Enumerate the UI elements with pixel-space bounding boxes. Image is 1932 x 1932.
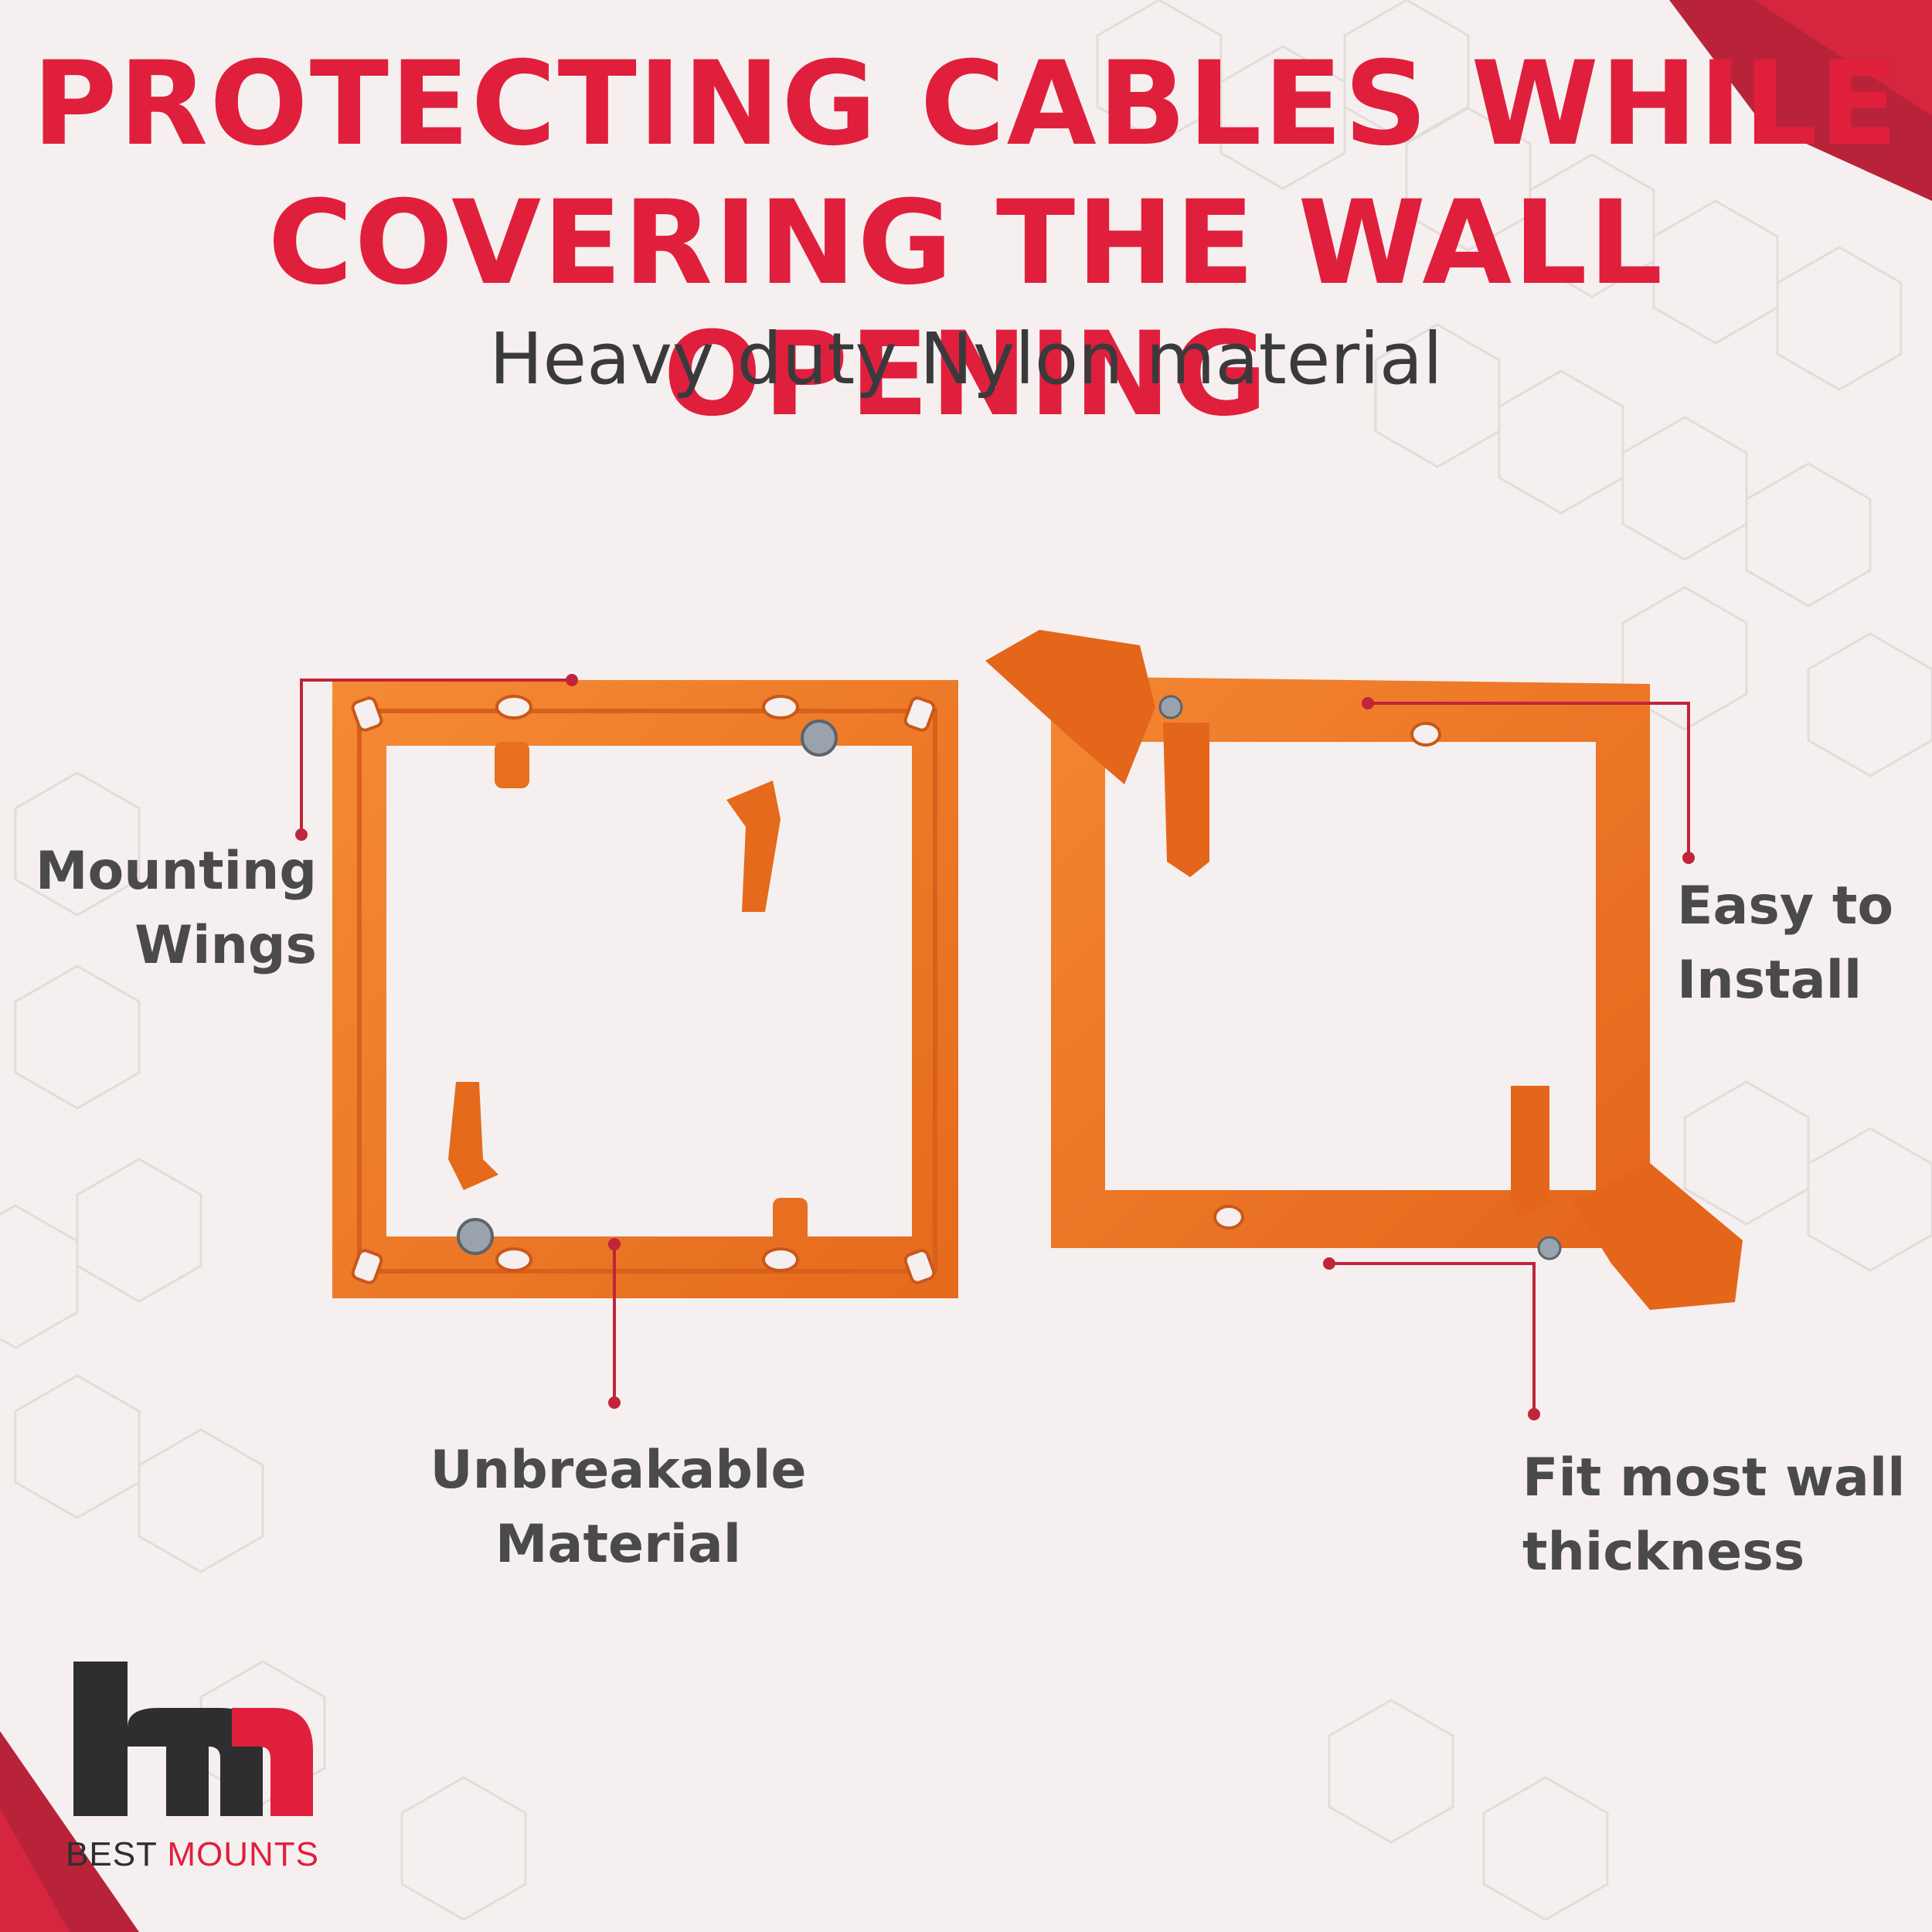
subtitle: Heavy duty Nylon material xyxy=(489,318,1443,400)
best-mounts-logo-mark xyxy=(73,1662,313,1816)
headline-line-1: PROTECTING CABLES WHILE xyxy=(32,37,1900,172)
headline-line-2: COVERING THE WALL OPENING xyxy=(267,176,1665,442)
callout-easy-install-line2: Install xyxy=(1677,950,1862,1011)
callout-easy-install-line1: Easy to xyxy=(1677,876,1894,937)
brand-word-best: BEST xyxy=(66,1835,158,1873)
callout-mounting-wings-line1: Mounting xyxy=(35,841,317,902)
callout-mounting-wings: Mounting Wings xyxy=(31,835,317,983)
callout-fit-wall-line2: thickness xyxy=(1522,1522,1805,1583)
callout-easy-to-install: Easy to Install xyxy=(1677,869,1924,1018)
callout-mounting-wings-line2: Wings xyxy=(134,915,317,976)
brand-name: BEST MOUNTS xyxy=(66,1832,319,1878)
mounting-bracket-front xyxy=(332,680,958,1298)
callout-fit-wall-line1: Fit most wall xyxy=(1522,1447,1906,1509)
callout-unbreakable-line2: Material xyxy=(495,1514,742,1575)
corner-accent-top-right xyxy=(1669,0,1932,201)
callout-fit-wall-thickness: Fit most wall thickness xyxy=(1522,1441,1924,1590)
callout-unbreakable-material: Unbreakable Material xyxy=(379,1434,858,1582)
mounting-bracket-angled xyxy=(985,630,1743,1310)
corner-accent-bottom-left xyxy=(0,1731,139,1932)
callout-unbreakable-line1: Unbreakable xyxy=(430,1440,807,1501)
brand-word-mounts: MOUNTS xyxy=(167,1835,320,1873)
